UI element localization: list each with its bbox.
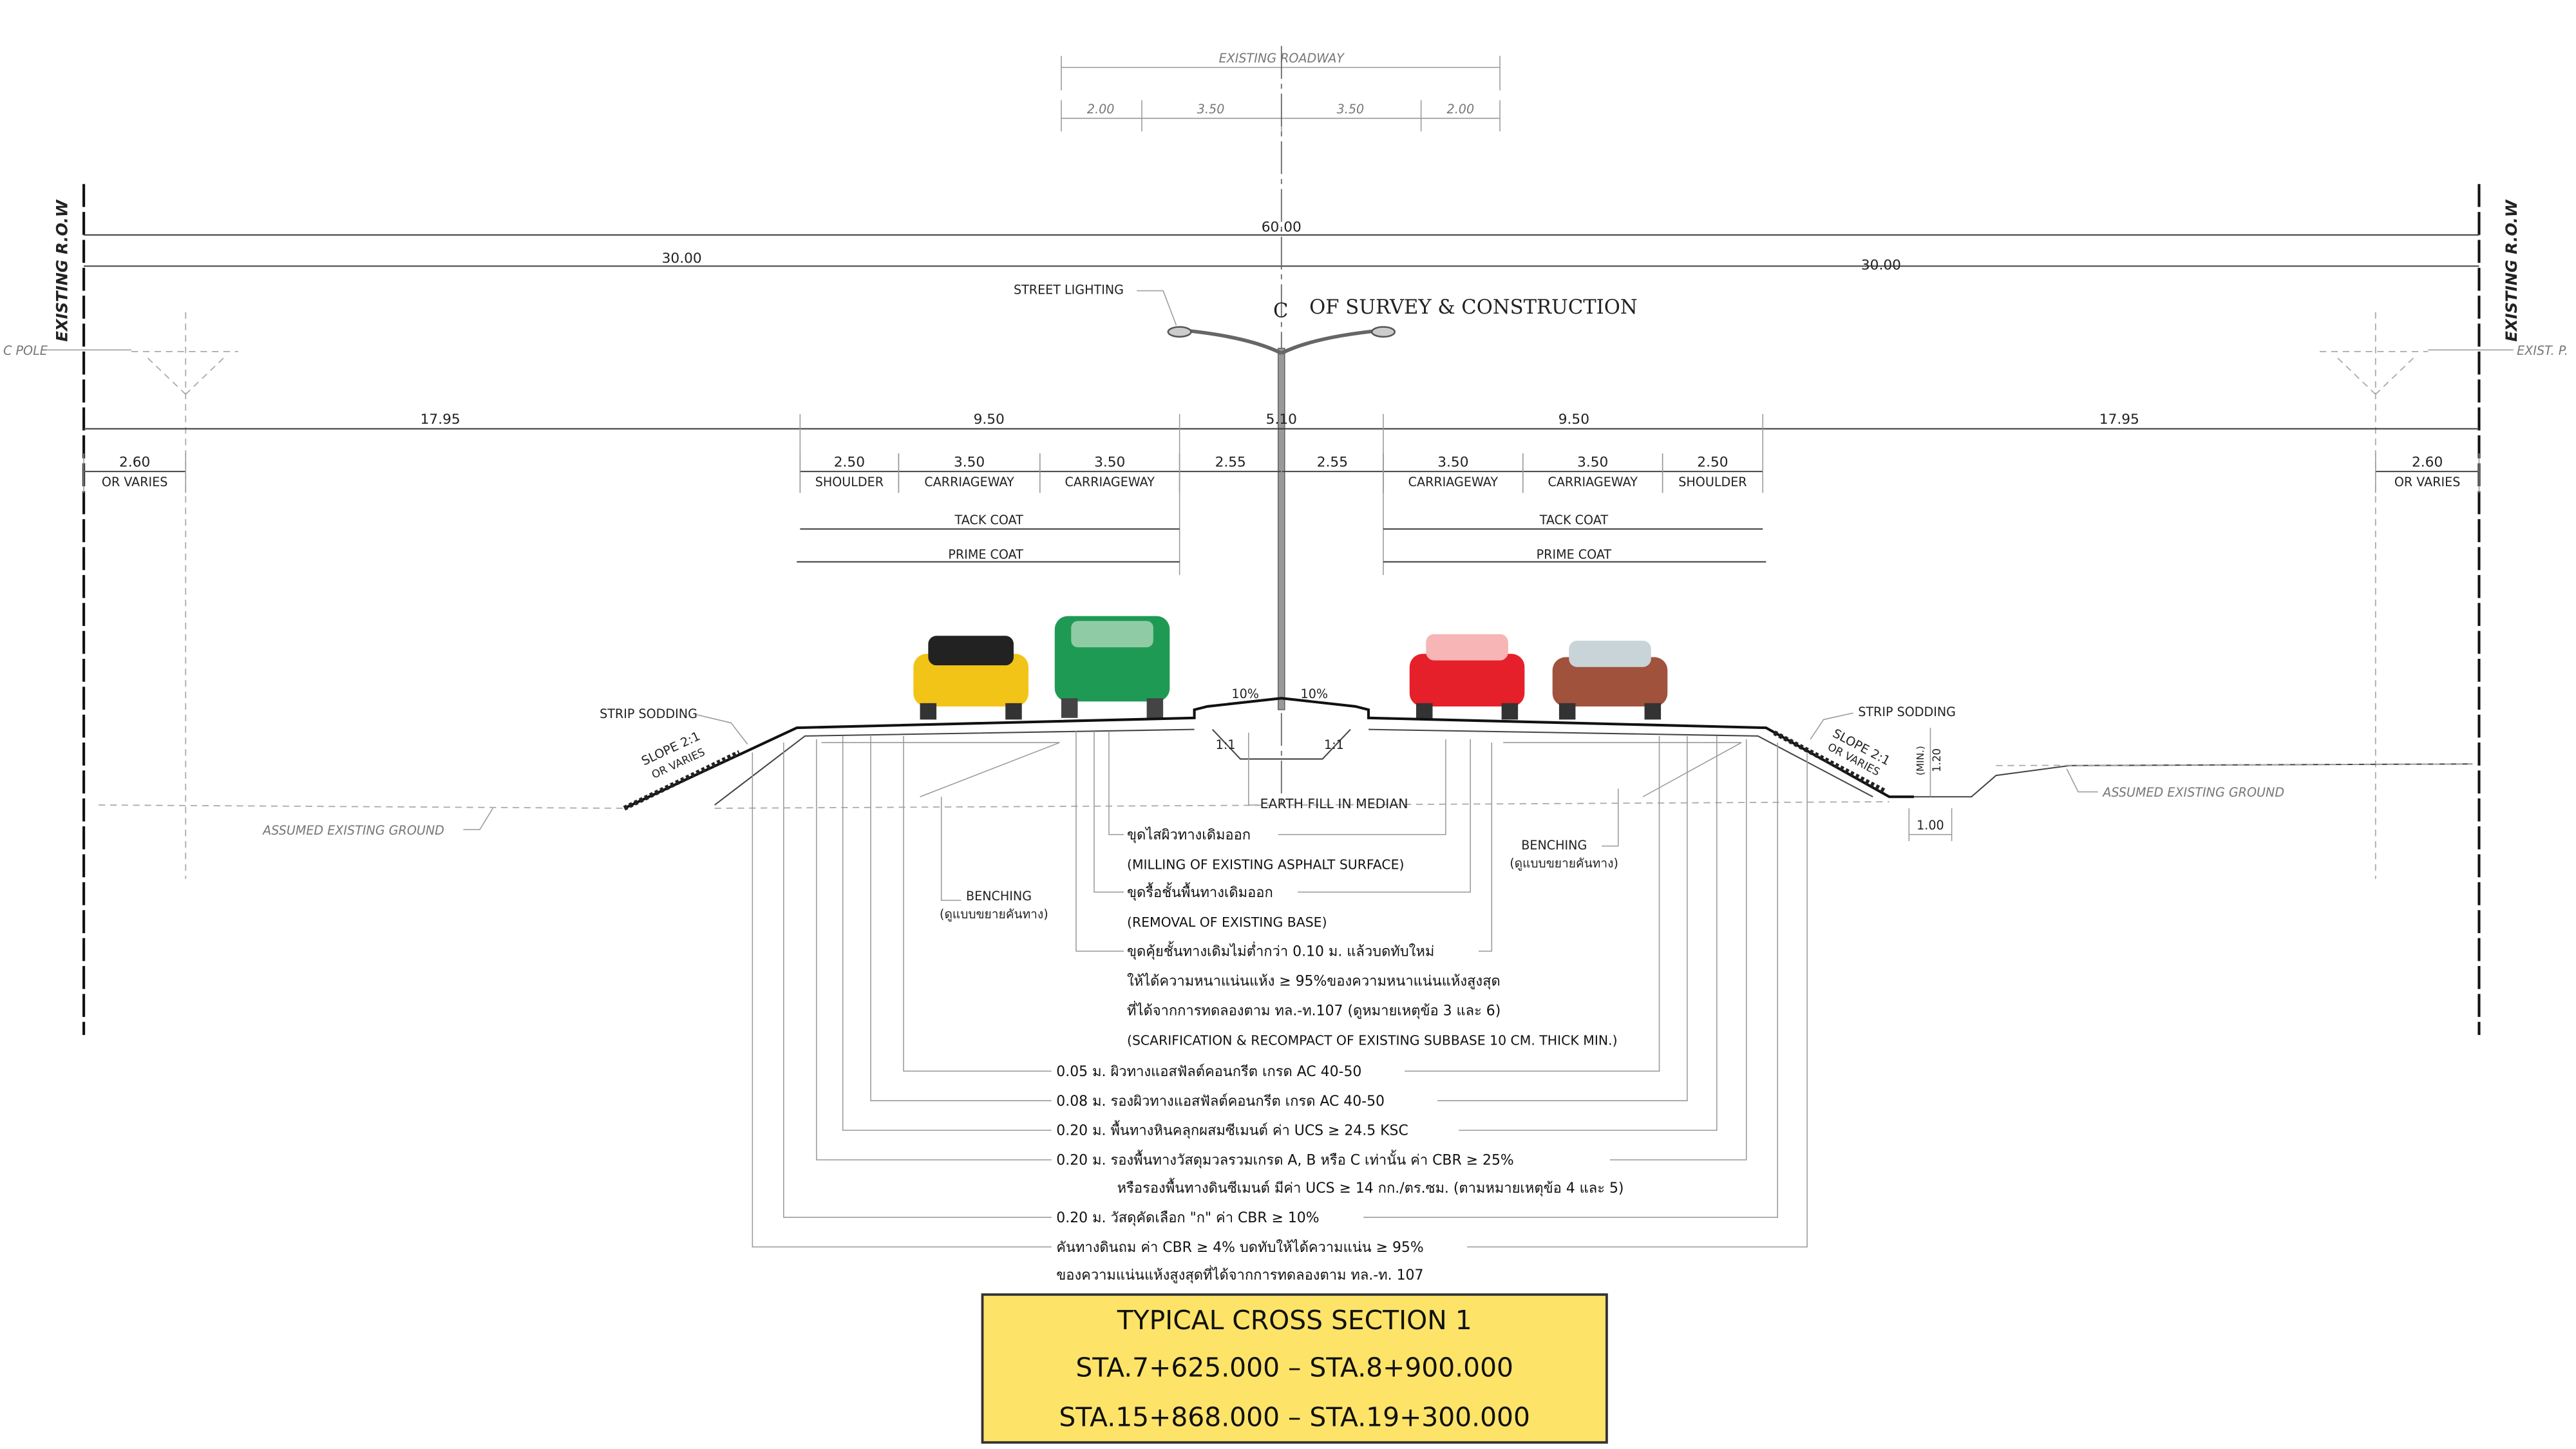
lane-label: SHOULDER [1678,475,1747,489]
half-width-right: 30.00 [1861,257,1901,273]
lane-label: CARRIAGEWAY [1548,475,1638,489]
coat-dims: TACK COAT PRIME COAT TACK COAT PRIME COA… [797,513,1766,563]
layer-base: 0.20 ม. พื้นทางหินคลุกผสมซีเมนต์ ค่า UCS… [1056,1121,1408,1139]
benching-note-left: (ดูแบบขยายคันทาง) [940,907,1048,922]
benching-note-right: (ดูแบบขยายคันทาง) [1510,856,1618,871]
layer-surface: 0.05 ม. ผิวทางแอสฟัลต์คอนกรีต เกรด AC 40… [1056,1064,1361,1080]
assumed-ground-left: ASSUMED EXISTING GROUND [261,823,444,838]
strip-sodding-right: STRIP SODDING [1858,705,1956,719]
centerline-label: OF SURVEY & CONSTRUCTION [1309,296,1637,319]
callout-milling-th: ขุดไสผิวทางเดิมออก [1127,827,1251,844]
car-red [1409,634,1525,720]
existing-dim: 2.00 [1447,102,1475,117]
car-green [1054,616,1170,718]
lane-width: 3.50 [1577,454,1608,470]
tack-coat-left: TACK COAT [954,513,1024,527]
dim-value: 5.10 [1266,412,1297,428]
street-light: STREET LIGHTING [1014,283,1396,710]
centerline-symbol: C [1273,299,1288,322]
assumed-ground-right: ASSUMED EXISTING GROUND [2101,785,2284,800]
existing-dim: 2.00 [1087,102,1115,117]
lane-label: OR VARIES [2394,475,2461,489]
callout-milling-en: (MILLING OF EXISTING ASPHALT SURFACE) [1127,857,1404,872]
section-title: TYPICAL CROSS SECTION 1 [1117,1305,1472,1336]
row-label-left: EXISTING R.O.W [53,199,71,341]
lane-width: 2.55 [1317,454,1348,470]
lane-width: 2.60 [2412,454,2443,470]
row-label-right: EXISTING R.O.W [2503,199,2521,341]
lane-width: 3.50 [954,454,985,470]
street-lighting-label: STREET LIGHTING [1014,283,1124,298]
lane-width: 3.50 [1094,454,1125,470]
median-slope-right: 10% [1301,687,1329,701]
half-width-left: 30.00 [662,251,702,267]
existing-roadway-dim: EXISTING ROADWAY 2.00 3.50 3.50 2.00 [1061,51,1501,132]
pole-label-left: C POLE [3,343,48,358]
ditch-depth: 1.20 [1931,748,1943,772]
benching-left: BENCHING [966,889,1032,904]
layer-selected: 0.20 ม. วัสดุคัดเลือก "ก" ค่า CBR ≥ 10% [1056,1210,1319,1226]
pole-label-right: EXIST. P. [2517,343,2568,358]
lane-width: 2.50 [834,454,865,470]
lane-label: OR VARIES [102,475,168,489]
earth-fill-label: EARTH FILL IN MEDIAN [1260,796,1408,811]
existing-dim: 3.50 [1337,102,1365,117]
lane-width: 2.50 [1697,454,1728,470]
callout-leaders [752,731,1808,1247]
median-slope-left: 10% [1231,687,1259,701]
layer-embankment-2: ของความแน่นแห้งสูงสุดที่ได้จากการทดลองตา… [1056,1265,1423,1283]
tack-coat-right: TACK COAT [1539,513,1609,527]
lane-width: 3.50 [1437,454,1468,470]
road-profile [99,697,2473,811]
existing-dim: 3.50 [1197,102,1225,117]
median-side-slope-right: 1:1 [1324,737,1344,752]
layer-embankment-1: คันทางดินถม ค่า CBR ≥ 4% บดทับให้ได้ความ… [1056,1239,1423,1256]
lane-label: CARRIAGEWAY [924,475,1014,489]
ditch-width: 1.00 [1917,818,1944,833]
layer-subbase-alt: หรือรองพื้นทางดินซีเมนต์ มีค่า UCS ≥ 14 … [1117,1178,1624,1197]
dim-value: 17.95 [2099,412,2139,428]
prime-coat-left: PRIME COAT [948,547,1023,562]
callout-scarify-en: (SCARIFICATION & RECOMPACT OF EXISTING S… [1127,1032,1618,1048]
callout-removal-en: (REMOVAL OF EXISTING BASE) [1127,914,1327,930]
utility-pole-right: EXIST. P. [2320,312,2568,879]
station-range-1: STA.7+625.000 – STA.8+900.000 [1075,1352,1513,1383]
dim-value: 17.95 [421,412,460,428]
lane-width: 2.55 [1215,454,1246,470]
ditch-min: (MIN.) [1915,746,1926,775]
lane-label: CARRIAGEWAY [1408,475,1499,489]
dim-value: 9.50 [1558,412,1589,428]
callout-scarify-th-3: ที่ได้จากการทดลองตาม ทล.-ท.107 (ดูหมายเห… [1127,1001,1501,1019]
title-block: TYPICAL CROSS SECTION 1 STA.7+625.000 – … [981,1293,1608,1444]
lane-width: 2.60 [119,454,150,470]
callout-scarify-th-1: ขุดคุ้ยชั้นทางเดิมไม่ต่ำกว่า 0.10 ม. แล้… [1127,942,1434,960]
lane-label: SHOULDER [815,475,884,489]
car-brown [1552,640,1668,720]
benching-right: BENCHING [1521,838,1587,853]
median-side-slope-left: 1:1 [1216,737,1236,752]
layer-binder: 0.08 ม. รองผิวทางแอสฟัลต์คอนกรีต เกรด AC… [1056,1094,1385,1110]
utility-pole-left: C POLE [3,312,238,879]
callout-removal-th: ขุดรื้อชั้นพื้นทางเดิมออก [1127,882,1273,901]
station-range-2: STA.15+868.000 – STA.19+300.000 [1059,1401,1530,1432]
strip-sodding-left: STRIP SODDING [600,706,697,721]
layer-subbase: 0.20 ม. รองพื้นทางวัสดุมวลรวมเกรด A, B ห… [1056,1150,1513,1169]
main-dimension-line: 17.95 9.50 5.10 9.50 17.95 [84,412,2479,575]
dim-value: 9.50 [974,412,1005,428]
lane-label: CARRIAGEWAY [1065,475,1155,489]
car-yellow [913,636,1028,720]
prime-coat-right: PRIME COAT [1537,547,1612,562]
callout-scarify-th-2: ให้ได้ความหนาแน่นแห้ง ≥ 95%ของความหนาแน่… [1127,973,1501,990]
